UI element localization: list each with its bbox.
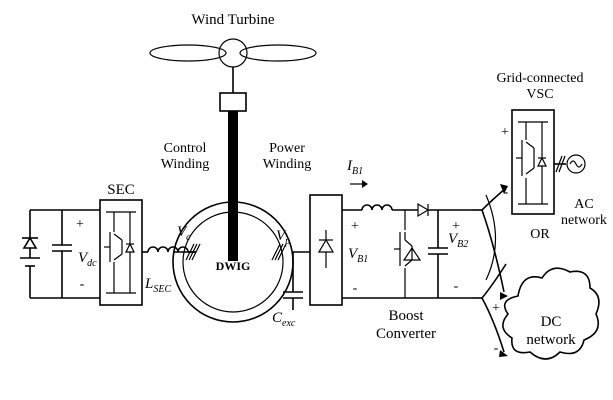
nacelle-box	[219, 92, 247, 112]
vc-symbol: Vc	[177, 224, 191, 243]
turbine-hub	[218, 38, 248, 68]
ac-source-circle	[566, 154, 586, 174]
vdc-minus: -	[80, 277, 85, 292]
boost-converter-label-line2: Converter	[376, 326, 436, 342]
ib1-symbol: IB1	[346, 158, 363, 177]
cexc-symbol: Cexc	[272, 310, 296, 329]
grid-vsc-label-line2: VSC	[526, 87, 553, 102]
control-winding-label-line1: Control	[164, 141, 207, 156]
rectifier-box	[309, 194, 343, 306]
vb1-symbol: VB1	[348, 246, 368, 265]
ac-network-label-line2: network	[561, 213, 607, 228]
wind-turbine	[149, 38, 317, 261]
diode-rectifier	[309, 194, 343, 306]
boost-converter-label-line1: Boost	[388, 308, 424, 324]
sec-label: SEC	[107, 182, 135, 198]
output-selector	[472, 184, 508, 357]
vsc-box	[511, 109, 555, 215]
source-diode	[22, 236, 38, 249]
dwig-label: DWIG	[216, 259, 251, 273]
control-winding-label-line2: Winding	[161, 157, 209, 172]
ib1-arrow	[350, 180, 368, 188]
sec-converter	[99, 199, 143, 306]
power-winding-output	[271, 243, 310, 310]
dwig-shaft	[228, 211, 238, 261]
dc-source	[20, 209, 100, 299]
boost-converter	[342, 202, 472, 299]
dc-plus: +	[492, 301, 500, 316]
turbine-blade-left	[149, 44, 227, 62]
tower-shaft	[228, 111, 238, 261]
vsc-minus: -	[504, 185, 509, 200]
vb2-minus: -	[454, 279, 459, 294]
power-winding-label-line1: Power	[269, 141, 305, 156]
dc-network-cloud	[502, 267, 600, 360]
vb2-plus: +	[452, 219, 460, 234]
vb2-symbol: VB2	[448, 231, 468, 250]
three-phase-tick-right	[271, 243, 281, 261]
vb1-minus: -	[353, 281, 358, 296]
vp-symbol: Vp	[276, 228, 290, 247]
turbine-blade-right	[239, 44, 317, 62]
vdc-symbol: Vdc	[78, 250, 97, 269]
boost-diode	[417, 202, 430, 218]
or-label: OR	[530, 227, 550, 242]
grid-vsc	[511, 109, 586, 215]
boost-inductor	[361, 204, 393, 211]
power-winding-label-line2: Winding	[263, 157, 311, 172]
dc-network-label-line1: DC	[541, 314, 562, 330]
ac-sine-icon	[569, 160, 583, 168]
sec-box	[99, 199, 143, 306]
vdc-plus: +	[76, 217, 84, 232]
grid-vsc-label-line1: Grid-connected	[496, 71, 583, 86]
lsec-inductor	[142, 243, 201, 261]
dc-network-label-line2: network	[526, 332, 576, 348]
dc-minus: -	[494, 341, 499, 356]
ac-network-label-line1: AC	[574, 197, 593, 212]
lsec-symbol: LSEC	[144, 276, 171, 295]
vb1-plus: +	[351, 219, 359, 234]
wind-turbine-label: Wind Turbine	[191, 12, 275, 28]
vsc-plus: +	[501, 125, 509, 140]
